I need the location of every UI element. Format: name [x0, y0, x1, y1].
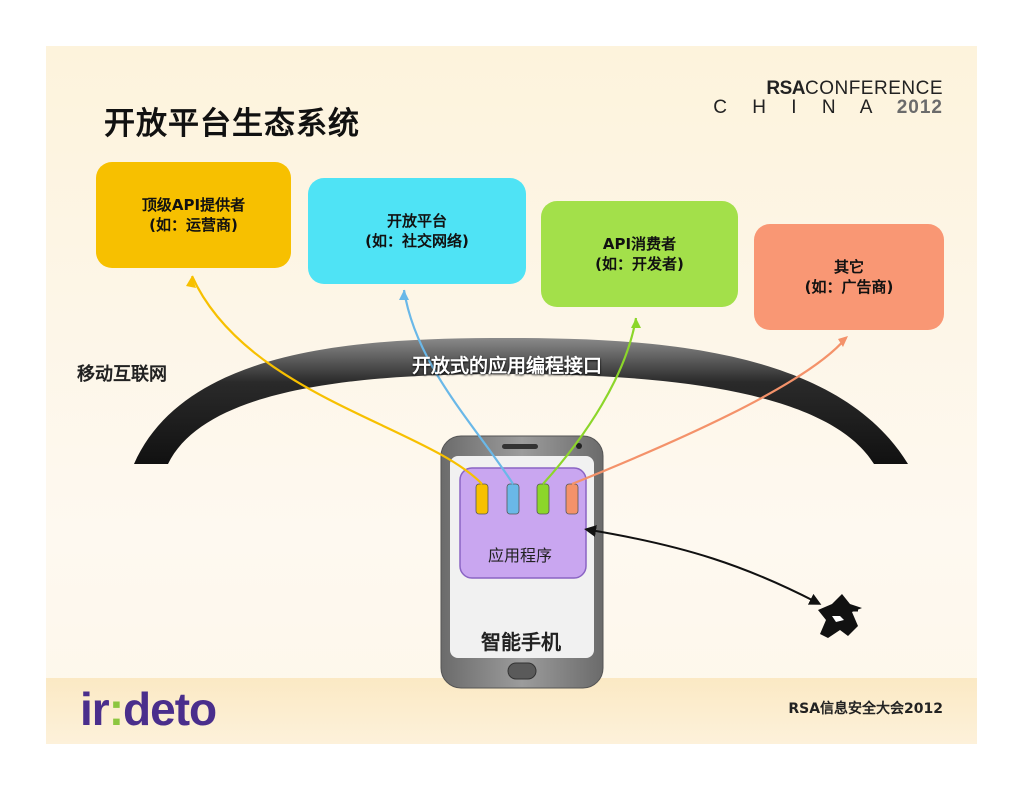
- box-line2: (如：社交网络): [365, 231, 469, 251]
- brand-conference: CONFERENCE: [805, 78, 943, 99]
- smartphone-label: 智能手机: [481, 626, 561, 655]
- box-line1: 开放平台: [387, 211, 447, 231]
- box-line1: API消费者: [603, 234, 676, 254]
- box-line1: 顶级API提供者: [142, 195, 245, 215]
- home-button[interactable]: [508, 663, 536, 679]
- logo-dot: :: [109, 683, 123, 735]
- slide: 开放平台生态系统 RSACONFERENCE C H I N A 2012 顶级…: [46, 46, 977, 744]
- brand-china: C H I N A: [713, 97, 881, 118]
- connector-yellow: [476, 484, 488, 514]
- box-line2: (如：开发者): [595, 254, 684, 274]
- conference-footer: RSA信息安全大会2012: [788, 698, 943, 718]
- brand-rsa: RSA: [766, 78, 805, 99]
- app-label: 应用程序: [488, 542, 552, 566]
- box-api-consumer: API消费者 (如：开发者): [541, 201, 738, 307]
- brand-year: 2012: [897, 97, 943, 118]
- box-line2: (如：运营商): [149, 215, 238, 235]
- earpiece-icon: [502, 444, 538, 449]
- logo-left: ir: [80, 683, 109, 735]
- box-open-platform: 开放平台 (如：社交网络): [308, 178, 526, 284]
- page-title: 开放平台生态系统: [104, 98, 360, 143]
- box-line2: (如：广告商): [805, 277, 894, 297]
- logo-right: deto: [123, 683, 216, 735]
- connector-blue: [507, 484, 519, 514]
- box-line1: 其它: [834, 257, 864, 277]
- mobile-internet-label: 移动互联网: [77, 360, 167, 386]
- box-top-api-provider: 顶级API提供者 (如：运营商): [96, 162, 291, 268]
- irdeto-logo: ir:deto: [80, 682, 216, 736]
- box-others: 其它 (如：广告商): [754, 224, 944, 330]
- connector-green: [537, 484, 549, 514]
- rsa-conference-logo: RSACONFERENCE C H I N A 2012: [713, 78, 943, 119]
- attack-arrow: [590, 530, 816, 602]
- spy-hat-icon: [818, 594, 862, 638]
- api-arc-label: 开放式的应用编程接口: [412, 351, 602, 378]
- arrow-heads: [186, 276, 848, 347]
- connector-orange: [566, 484, 578, 514]
